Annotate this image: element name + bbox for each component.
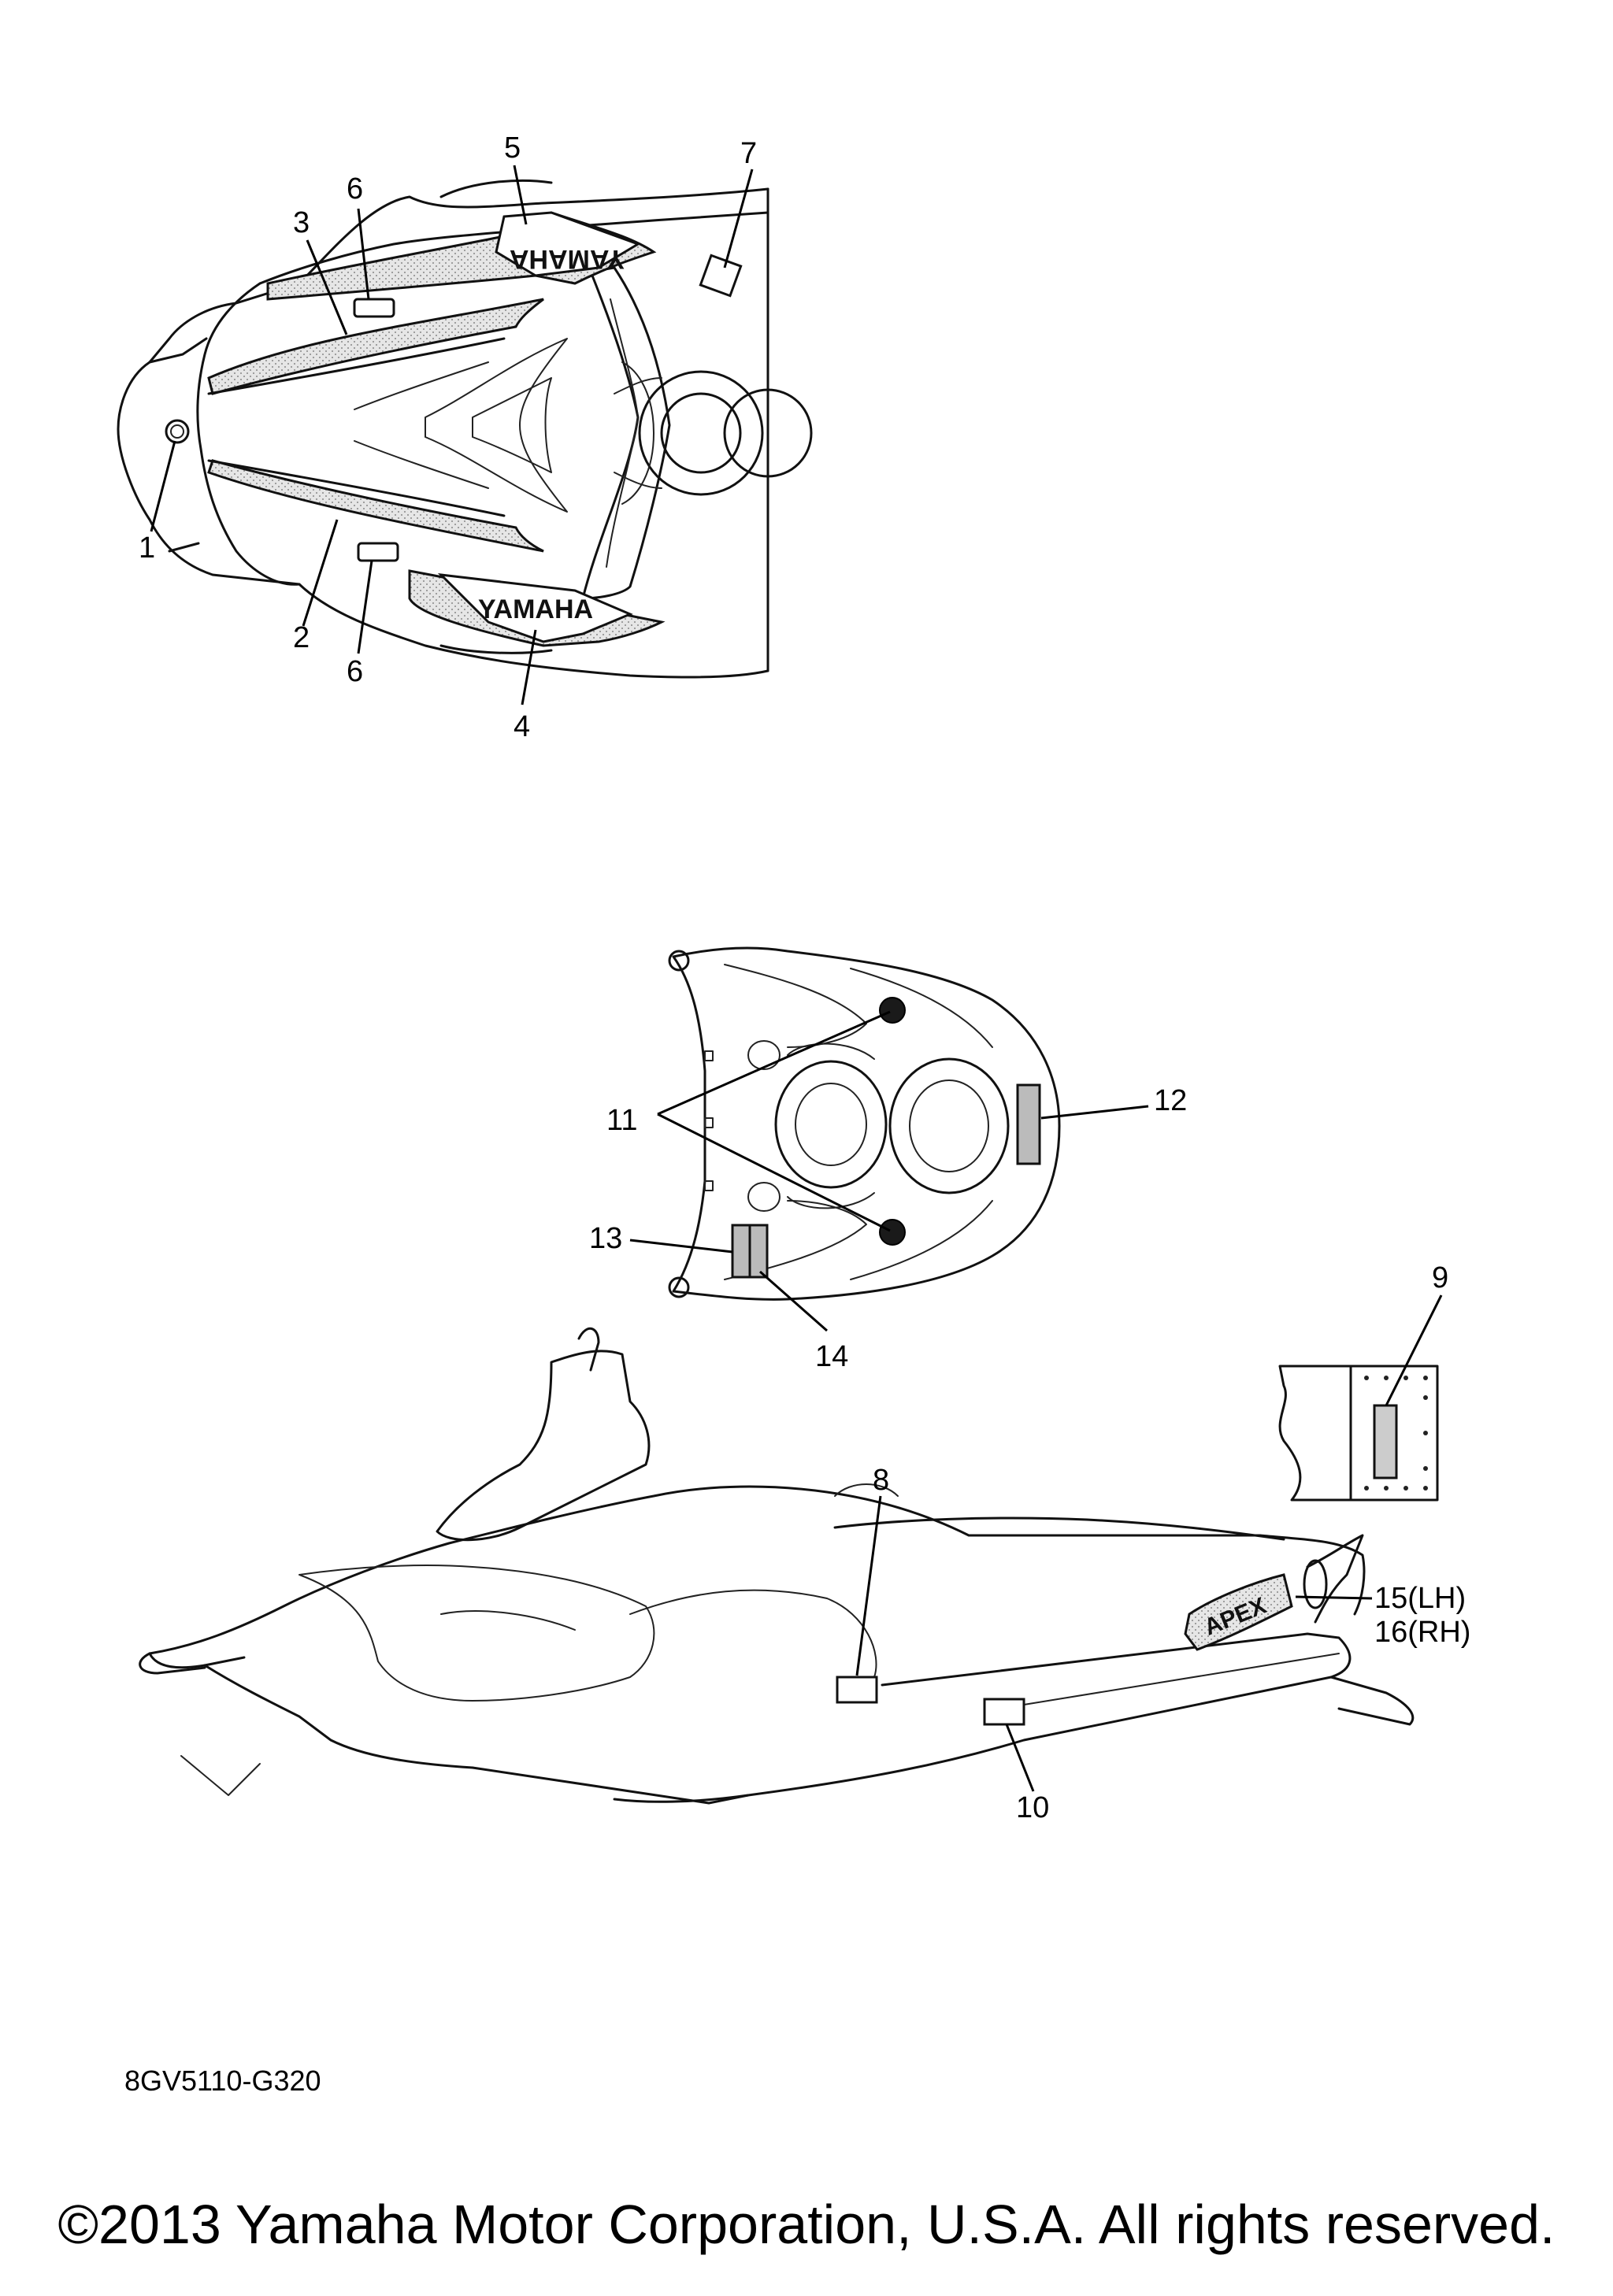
- callout-5: 5: [504, 131, 521, 165]
- callout-6-top: 6: [347, 172, 363, 206]
- leaders-side: [855, 1495, 1373, 1792]
- emblem-11-a: [879, 997, 906, 1024]
- hood-top-view: YAMAHA YAMAHA: [117, 179, 813, 679]
- yamaha-logo-upper: YAMAHA: [510, 244, 625, 274]
- leaders-middle: [629, 1010, 1149, 1332]
- callout-9: 9: [1432, 1261, 1448, 1294]
- callout-3: 3: [293, 206, 310, 239]
- label-12: [1016, 1083, 1041, 1165]
- callout-14: 14: [815, 1340, 848, 1373]
- callout-8: 8: [873, 1464, 889, 1497]
- callout-1: 1: [139, 531, 155, 565]
- yamaha-logo-lower: YAMAHA: [478, 594, 593, 624]
- apex-decal: [1184, 1573, 1293, 1651]
- label-10: [983, 1698, 1025, 1726]
- callouts-top: 5 7 6 3 1 2 6 4: [139, 131, 757, 743]
- callouts-middle: 11 12 13 14: [589, 1084, 1187, 1373]
- label-9: [1373, 1404, 1398, 1479]
- part-code: 8GV5110-G320: [124, 2065, 321, 2097]
- callout-12: 12: [1154, 1084, 1187, 1117]
- label-14: [748, 1224, 769, 1279]
- emblem-11-b: [879, 1219, 906, 1246]
- callouts-side: 8 15(LH) 16(RH) 10: [873, 1464, 1470, 1824]
- label-7: [699, 254, 743, 298]
- snowmobile-side-view: APEX: [139, 1328, 1415, 1805]
- callout-7: 7: [740, 137, 757, 170]
- label-6-top: [353, 298, 395, 318]
- callout-10: 10: [1016, 1791, 1049, 1824]
- leaders-top: [150, 165, 754, 705]
- callout-15: 15(LH): [1374, 1582, 1466, 1615]
- label-6-bottom: [357, 542, 399, 562]
- callout-4: 4: [514, 710, 530, 743]
- callout-2: 2: [293, 621, 310, 654]
- label-13: [731, 1224, 751, 1279]
- callout-16: 16(RH): [1374, 1616, 1470, 1649]
- label-8: [836, 1676, 878, 1704]
- callout-11: 11: [606, 1104, 637, 1137]
- callout-13: 13: [589, 1222, 622, 1255]
- copyright-notice: ©2013 Yamaha Motor Corporation, U.S.A. A…: [57, 2194, 1556, 2255]
- callout-6-bottom: 6: [347, 655, 363, 688]
- tunnel-inset: [1278, 1365, 1439, 1502]
- emblem-1: [165, 419, 190, 444]
- upper-panel-view: [668, 946, 1061, 1301]
